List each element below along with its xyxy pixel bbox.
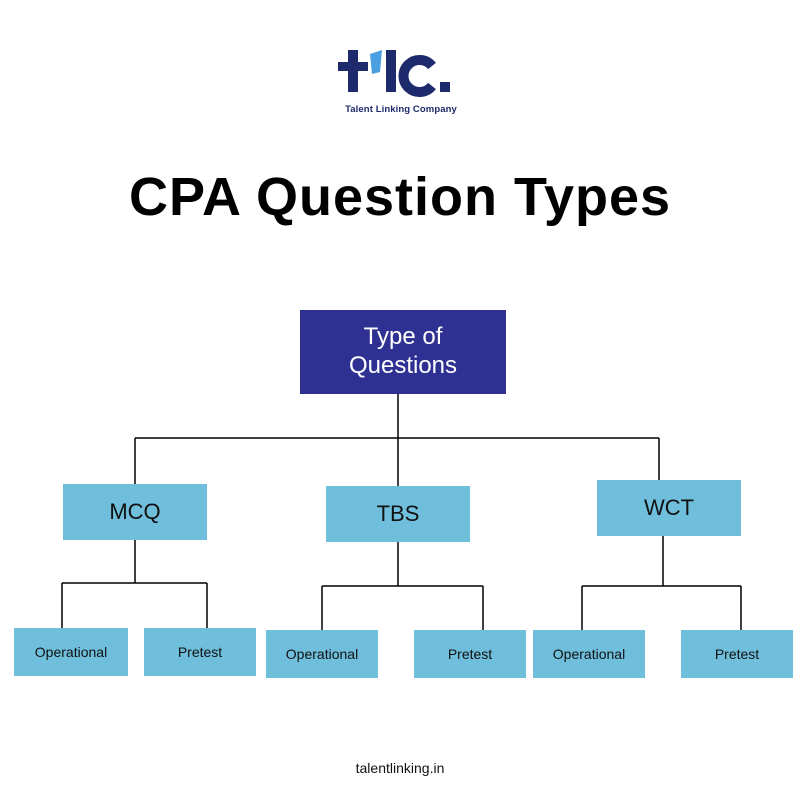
node-wct: WCT	[597, 480, 741, 536]
node-tbs-operational: Operational	[266, 630, 378, 678]
node-tbs-pretest: Pretest	[414, 630, 526, 678]
node-mcq: MCQ	[63, 484, 207, 540]
page-title: CPA Question Types	[128, 167, 672, 227]
logo-tagline: Talent Linking Company	[345, 104, 457, 115]
root-node-type-of-questions: Type of Questions	[300, 310, 506, 394]
node-wct-pretest: Pretest	[681, 630, 793, 678]
node-mcq-operational: Operational	[14, 628, 128, 676]
footer-website-link[interactable]: talentlinking.in	[355, 760, 445, 776]
node-wct-operational: Operational	[533, 630, 645, 678]
root-label-line1: Type of	[363, 323, 443, 351]
node-tbs: TBS	[326, 486, 470, 542]
root-label-line2: Questions	[348, 352, 458, 379]
node-mcq-pretest: Pretest	[144, 628, 256, 676]
tlc-logo	[338, 50, 450, 97]
